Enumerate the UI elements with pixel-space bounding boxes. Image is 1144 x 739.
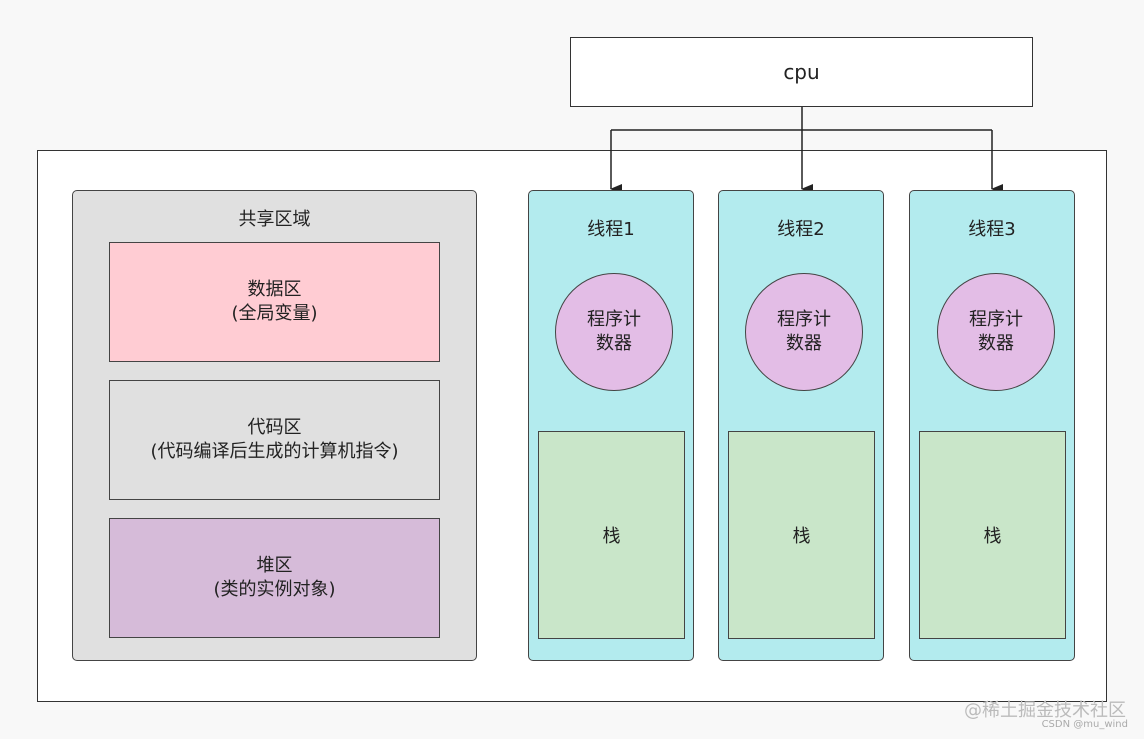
heap-region: 堆区 (类的实例对象) (109, 518, 440, 638)
thread-3-stack-label: 栈 (983, 526, 1002, 547)
thread-2-pc-line1: 程序计 (777, 309, 831, 330)
thread-2: 线程2 程序计 数器 栈 (718, 190, 884, 661)
thread-3-pc-line2: 数器 (978, 333, 1014, 354)
data-region-desc: (全局变量) (231, 303, 318, 324)
heap-region-title: 堆区 (256, 555, 293, 576)
thread-1-title: 线程1 (587, 219, 635, 240)
thread-3-program-counter: 程序计 数器 (937, 273, 1055, 391)
thread-2-stack-label: 栈 (792, 526, 811, 547)
thread-2-pc-line2: 数器 (786, 333, 822, 354)
code-region: 代码区 (代码编译后生成的计算机指令) (109, 380, 440, 500)
thread-1-stack: 栈 (538, 431, 685, 639)
thread-3-stack: 栈 (919, 431, 1066, 639)
shared-area-title: 共享区域 (238, 209, 311, 230)
watermark-juejin: @稀土掘金技术社区 (964, 700, 1126, 721)
thread-1-program-counter: 程序计 数器 (555, 273, 673, 391)
thread-2-stack: 栈 (728, 431, 875, 639)
data-region: 数据区 (全局变量) (109, 242, 440, 362)
heap-region-desc: (类的实例对象) (213, 579, 336, 600)
thread-2-title: 线程2 (777, 219, 825, 240)
thread-1-pc-line1: 程序计 (587, 309, 641, 330)
thread-2-program-counter: 程序计 数器 (745, 273, 863, 391)
watermark-csdn: CSDN @mu_wind (1041, 719, 1128, 730)
thread-3-title: 线程3 (968, 219, 1016, 240)
data-region-title: 数据区 (247, 279, 302, 300)
code-region-desc: (代码编译后生成的计算机指令) (150, 441, 399, 462)
code-region-title: 代码区 (247, 417, 302, 438)
thread-1-pc-line2: 数器 (596, 333, 632, 354)
thread-3-pc-line1: 程序计 (969, 309, 1023, 330)
thread-1-stack-label: 栈 (602, 526, 621, 547)
thread-3: 线程3 程序计 数器 栈 (909, 190, 1075, 661)
cpu-node: cpu (570, 37, 1033, 107)
cpu-label: cpu (783, 60, 820, 84)
thread-1: 线程1 程序计 数器 栈 (528, 190, 694, 661)
